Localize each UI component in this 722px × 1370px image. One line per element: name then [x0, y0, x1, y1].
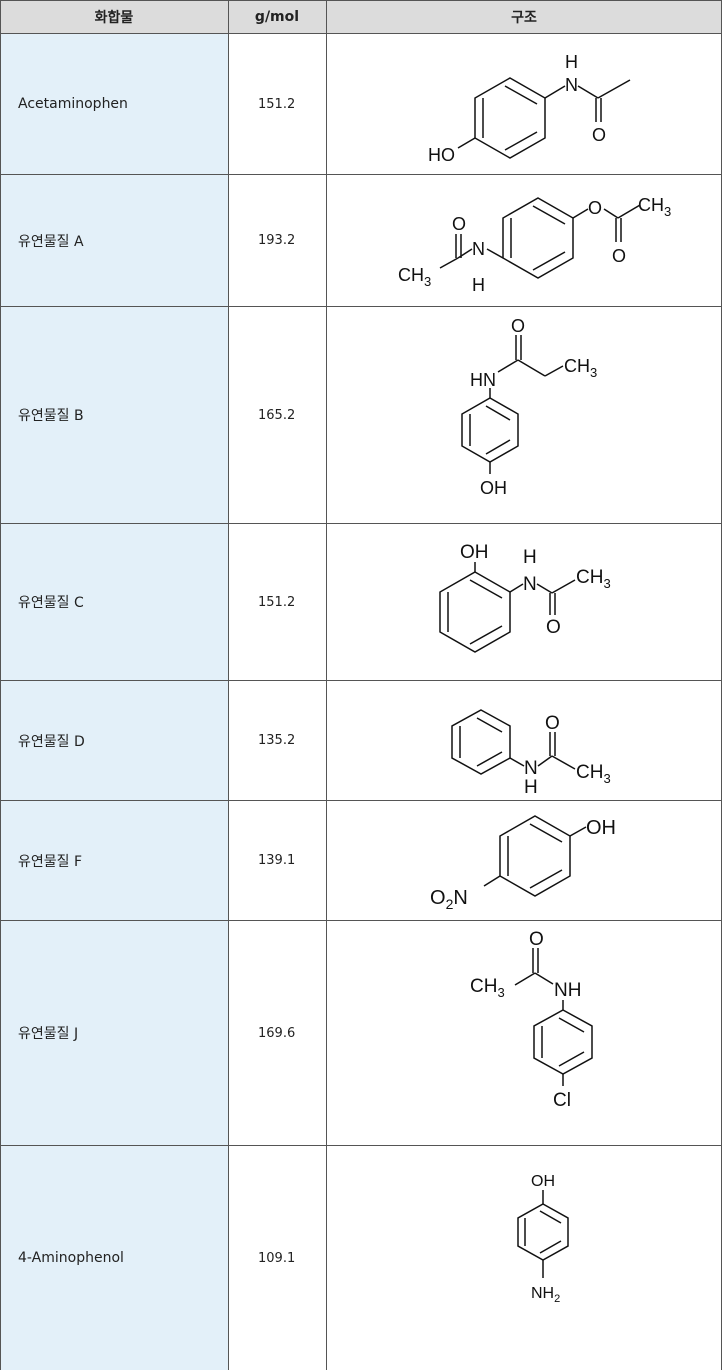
- label-ch3: CH3: [576, 762, 611, 786]
- label-ch3: CH3: [470, 976, 505, 1000]
- compound-name: 유연물질 C: [18, 595, 84, 611]
- label-o-ester: O: [588, 198, 602, 218]
- molecular-weight: 151.2: [258, 96, 296, 112]
- compound-name: 유연물질 B: [18, 408, 84, 424]
- label-oh: OH: [460, 542, 489, 563]
- label-o: O: [546, 617, 561, 638]
- label-hn: HN: [470, 370, 496, 390]
- label-ho: HO: [428, 145, 455, 165]
- molecular-weight: 135.2: [258, 733, 296, 748]
- label-nh-n: N: [565, 75, 578, 95]
- label-h: H: [523, 547, 537, 568]
- header-structure: 구조: [511, 9, 537, 26]
- label-o: O: [592, 125, 606, 145]
- label-oh: OH: [586, 817, 616, 839]
- label-nh2: NH2: [531, 1285, 560, 1305]
- label-nh-h: H: [565, 52, 578, 72]
- label-o: O: [545, 713, 560, 734]
- label-h: H: [524, 777, 538, 798]
- label-o: O: [511, 316, 525, 336]
- molecular-weight: 139.1: [258, 853, 296, 868]
- structure-b: [461, 335, 564, 474]
- molecular-weight: 109.1: [258, 1250, 296, 1266]
- label-ch3: CH3: [576, 567, 611, 591]
- label-oh: OH: [480, 478, 507, 498]
- header-compound: 화합물: [94, 9, 134, 26]
- compound-name: 유연물질 F: [18, 853, 83, 870]
- label-o: O: [529, 929, 544, 950]
- structure-acetaminophen: [457, 77, 631, 159]
- label-n: N: [524, 758, 538, 779]
- molecular-weight: 193.2: [258, 233, 296, 248]
- structure-f: [483, 815, 587, 897]
- header-mw: g/mol: [254, 8, 300, 25]
- compound-name: 유연물질 D: [18, 733, 85, 750]
- header-background: [0, 0, 722, 33]
- structure-d: [451, 709, 576, 775]
- molecular-weight: 169.6: [258, 1025, 296, 1041]
- structure-a: [439, 197, 641, 279]
- compound-name: Acetaminophen: [18, 96, 128, 112]
- name-column-background: [0, 33, 228, 1370]
- structure-j: [514, 948, 593, 1086]
- label-oh: OH: [531, 1173, 555, 1190]
- label-ch3-right: CH3: [638, 195, 671, 219]
- compound-name: 유연물질 A: [18, 233, 84, 250]
- compound-name: 4-Aminophenol: [18, 1250, 124, 1266]
- label-n: N: [523, 574, 537, 595]
- label-h: H: [472, 275, 485, 295]
- structure-c: [439, 562, 576, 653]
- label-nh: NH: [554, 980, 581, 1001]
- structure-4-aminophenol: [517, 1190, 569, 1278]
- label-ch3-left: CH3: [398, 265, 431, 289]
- label-o-left: O: [452, 214, 466, 234]
- molecular-weight: 165.2: [258, 407, 296, 423]
- label-o2n: O2N: [430, 887, 468, 912]
- molecular-weight: 151.2: [258, 594, 296, 610]
- compound-name: 유연물질 J: [18, 1026, 79, 1042]
- label-o-carbonyl: O: [612, 246, 626, 266]
- label-ch3: CH3: [564, 356, 597, 380]
- label-cl: Cl: [553, 1090, 571, 1111]
- label-n: N: [472, 239, 485, 259]
